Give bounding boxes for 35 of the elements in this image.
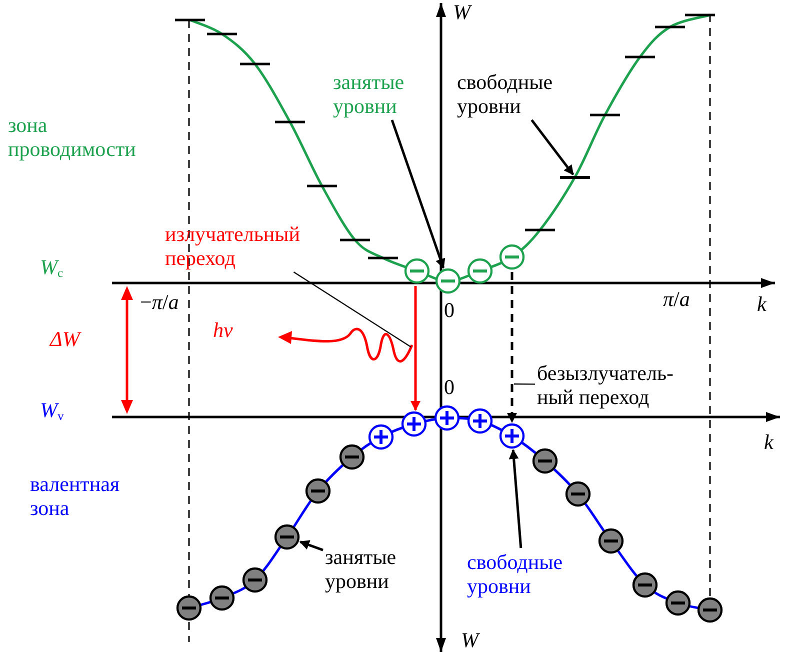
- annotation-text: излучательный переход: [165, 222, 341, 270]
- energy-label: W$_{v}$: [40, 398, 64, 424]
- annotation-text: занятые уровни: [325, 545, 425, 594]
- band-label: зона проводимости: [8, 113, 137, 162]
- energy-level-mark: [560, 176, 590, 178]
- axis-label: k: [757, 292, 766, 316]
- annotation-text: свободные уровни: [467, 550, 579, 598]
- axis-tick-label: π/a: [663, 287, 690, 312]
- hole-icon: [499, 423, 525, 449]
- axis-label: k: [764, 430, 774, 454]
- leader-line: [514, 383, 535, 385]
- arrow: [410, 286, 420, 411]
- axis-tick-label: −π/a: [140, 290, 179, 314]
- energy-gap-label: ΔW: [50, 327, 80, 352]
- axis-label: W: [453, 0, 470, 24]
- arrow: [299, 540, 324, 552]
- electron-icon: [274, 524, 300, 550]
- axis-tick-label: 0: [444, 298, 454, 322]
- annotation-text: безызлучатель- ный переход: [537, 361, 687, 410]
- band-label: валентная зона: [30, 472, 121, 520]
- energy-label: W$_{c}$: [40, 255, 64, 281]
- annotation-text: свободные уровни: [457, 70, 567, 118]
- photon-label: hν: [213, 318, 233, 342]
- axis-tick-label: 0: [444, 375, 454, 400]
- electron-icon: [499, 244, 525, 270]
- electron-icon: [404, 258, 430, 284]
- electron-icon: [435, 268, 461, 294]
- arrow: [508, 449, 522, 548]
- leader-line: [293, 272, 412, 348]
- axis-label: W: [461, 628, 478, 652]
- hole-icon: [401, 411, 427, 437]
- arrow: [507, 272, 517, 423]
- arrow: [390, 120, 446, 269]
- arrow: [530, 119, 574, 176]
- annotation-text: занятые уровни: [333, 70, 433, 118]
